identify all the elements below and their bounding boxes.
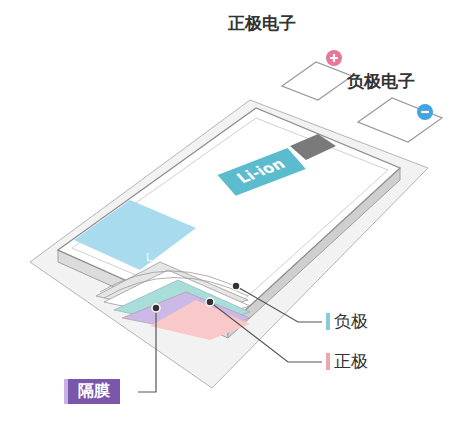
plus-symbol	[326, 50, 342, 66]
terminal-label: 负极电子	[347, 70, 415, 93]
leader-line	[138, 308, 156, 392]
node-text: 隔膜	[78, 381, 110, 402]
pouch-sheet	[30, 100, 428, 388]
blue-label	[74, 200, 196, 270]
separator-label-box: 隔膜	[64, 379, 120, 404]
minus-symbol	[417, 104, 433, 120]
terminal-label: 正极电子	[228, 12, 296, 35]
minus-sign	[421, 111, 429, 113]
leader-line	[210, 302, 322, 362]
plus-sign	[330, 54, 338, 62]
cathode-layer	[150, 300, 250, 340]
label-letter: L	[146, 252, 152, 263]
anode-bar	[326, 313, 330, 330]
negative-tab	[358, 98, 442, 142]
cell-top	[58, 108, 400, 326]
callout-dot	[152, 304, 160, 312]
cathode-bar	[326, 353, 330, 370]
leader-line	[236, 286, 322, 322]
positive-tab	[282, 62, 352, 100]
callout-dot	[232, 282, 240, 290]
banner-tail	[290, 134, 336, 160]
part-label: 负极	[334, 310, 368, 333]
layer-edges	[100, 271, 248, 298]
callout-dot	[206, 298, 214, 306]
part-label: 正极	[334, 350, 368, 373]
